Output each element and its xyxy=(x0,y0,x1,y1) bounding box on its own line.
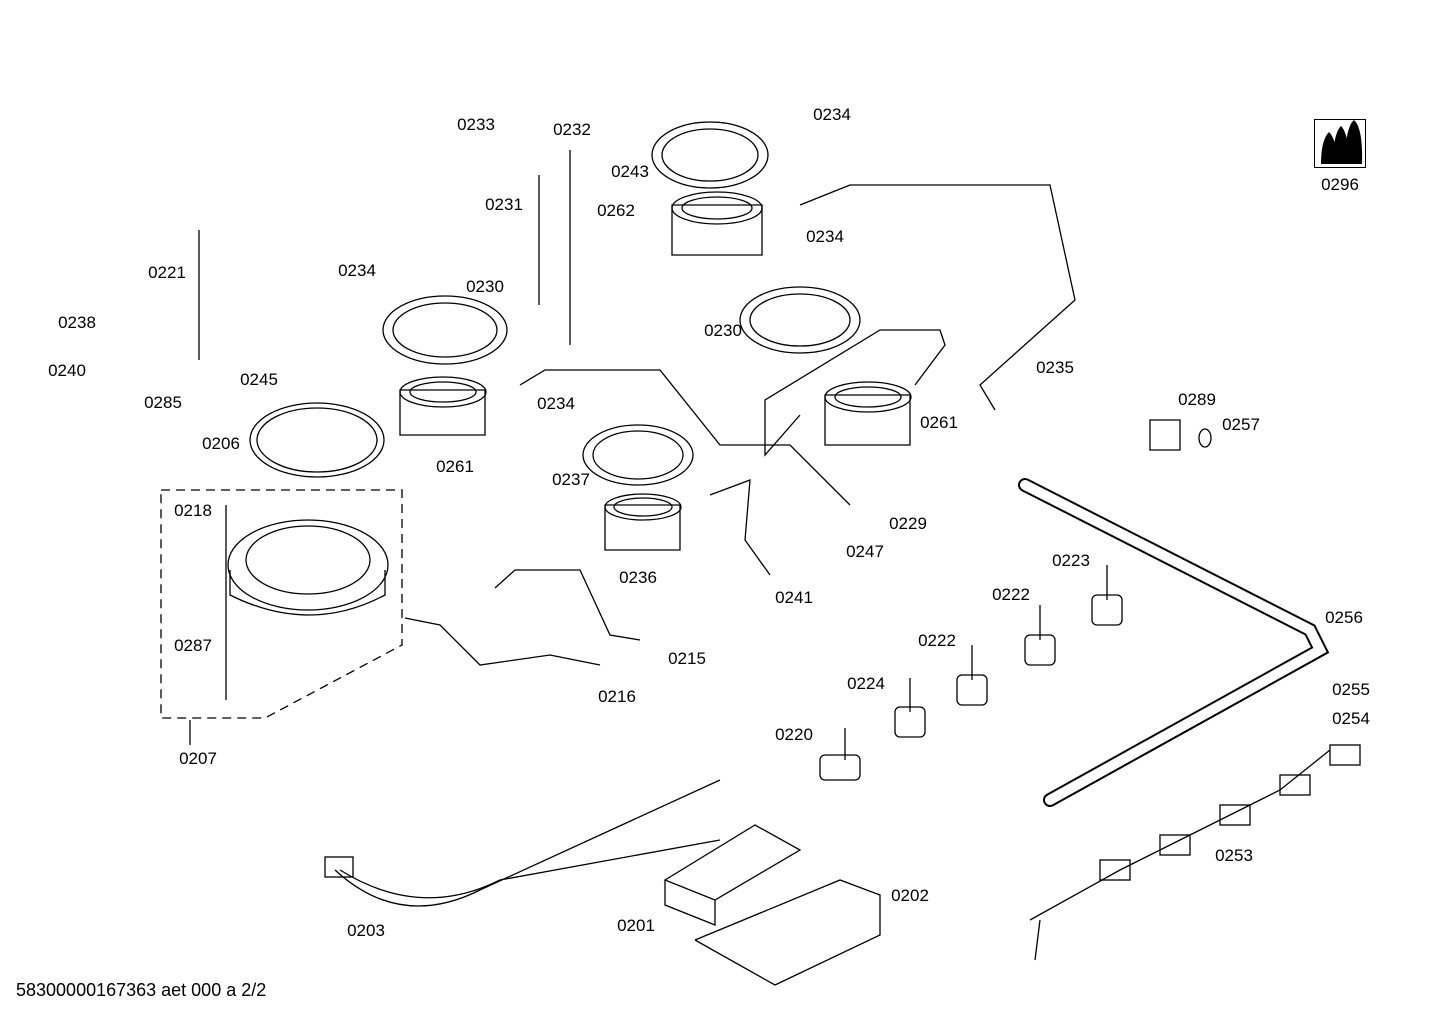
gas-pipe xyxy=(764,329,946,457)
part-label: 0243 xyxy=(611,162,649,181)
gas-valve xyxy=(894,678,926,738)
part-label: 0218 xyxy=(174,501,212,520)
part-label: 0220 xyxy=(775,725,813,744)
gas-pipe xyxy=(404,617,601,666)
part-label: 0237 xyxy=(552,470,590,489)
elbow-fitting xyxy=(1149,419,1212,451)
part-label: 0203 xyxy=(347,921,385,940)
part-label: 0230 xyxy=(704,321,742,340)
part-label: 0247 xyxy=(846,542,884,561)
burner-housing xyxy=(824,381,912,446)
document-id: 58300000167363 aet 000 a 2/2 xyxy=(16,980,267,1000)
part-label: 0236 xyxy=(619,568,657,587)
part-label: 0241 xyxy=(775,588,813,607)
part-label: 0234 xyxy=(813,105,851,124)
part-label: 0255 xyxy=(1332,680,1370,699)
ignition-module xyxy=(663,824,802,926)
part-label: 0216 xyxy=(598,687,636,706)
part-label: 0201 xyxy=(617,916,655,935)
part-label: 0256 xyxy=(1325,608,1363,627)
gas-pipe xyxy=(709,479,771,576)
gas-pipe xyxy=(519,369,851,506)
part-label: 0222 xyxy=(918,631,956,650)
part-label: 0257 xyxy=(1222,415,1260,434)
part-label: 0285 xyxy=(144,393,182,412)
gas-valve xyxy=(956,645,988,706)
assembly-outline xyxy=(160,489,403,719)
part-label: 0230 xyxy=(466,277,504,296)
gas-valve xyxy=(1091,565,1123,626)
gas-valve xyxy=(819,728,861,781)
part-label: 0231 xyxy=(485,195,523,214)
part-label: 0238 xyxy=(58,313,96,332)
part-label: 0222 xyxy=(992,585,1030,604)
symbol-label: 0296 xyxy=(1321,175,1359,194)
part-label: 0289 xyxy=(1178,390,1216,409)
part-label: 0234 xyxy=(806,227,844,246)
gas-flames-icon xyxy=(1314,119,1366,168)
gasket xyxy=(582,424,694,486)
seal-ring xyxy=(249,402,385,478)
part-label: 0215 xyxy=(668,649,706,668)
gasket xyxy=(739,286,861,354)
part-label: 0206 xyxy=(202,434,240,453)
burner-large xyxy=(227,519,389,616)
part-label: 0253 xyxy=(1215,846,1253,865)
part-label: 0224 xyxy=(847,674,885,693)
wiring-harness xyxy=(334,779,721,907)
burner-housing xyxy=(604,493,682,551)
part-label: 0254 xyxy=(1332,709,1370,728)
burner-housing xyxy=(671,191,763,256)
part-label: 0235 xyxy=(1036,358,1074,377)
part-label: 0232 xyxy=(553,120,591,139)
main-gas-pipe xyxy=(1018,478,1330,807)
gasket xyxy=(382,295,508,365)
part-label: 0202 xyxy=(891,886,929,905)
gasket xyxy=(651,121,769,189)
part-label: 0233 xyxy=(457,115,495,134)
part-label: 0240 xyxy=(48,361,86,380)
part-label: 0234 xyxy=(537,394,575,413)
part-label: 0287 xyxy=(174,636,212,655)
burner-housing xyxy=(399,376,487,436)
part-label: 0221 xyxy=(148,263,186,282)
part-label: 0261 xyxy=(436,457,474,476)
part-label: 0245 xyxy=(240,370,278,389)
part-label: 0261 xyxy=(920,413,958,432)
part-label: 0234 xyxy=(338,261,376,280)
gas-pipe xyxy=(799,184,1076,411)
module-cover xyxy=(694,879,881,986)
gas-valve xyxy=(1024,605,1056,666)
part-label: 0223 xyxy=(1052,551,1090,570)
ignition-harness xyxy=(1029,749,1331,961)
part-label: 0229 xyxy=(889,514,927,533)
part-label: 0207 xyxy=(179,749,217,768)
gas-pipe xyxy=(494,569,641,641)
part-label: 0262 xyxy=(597,201,635,220)
